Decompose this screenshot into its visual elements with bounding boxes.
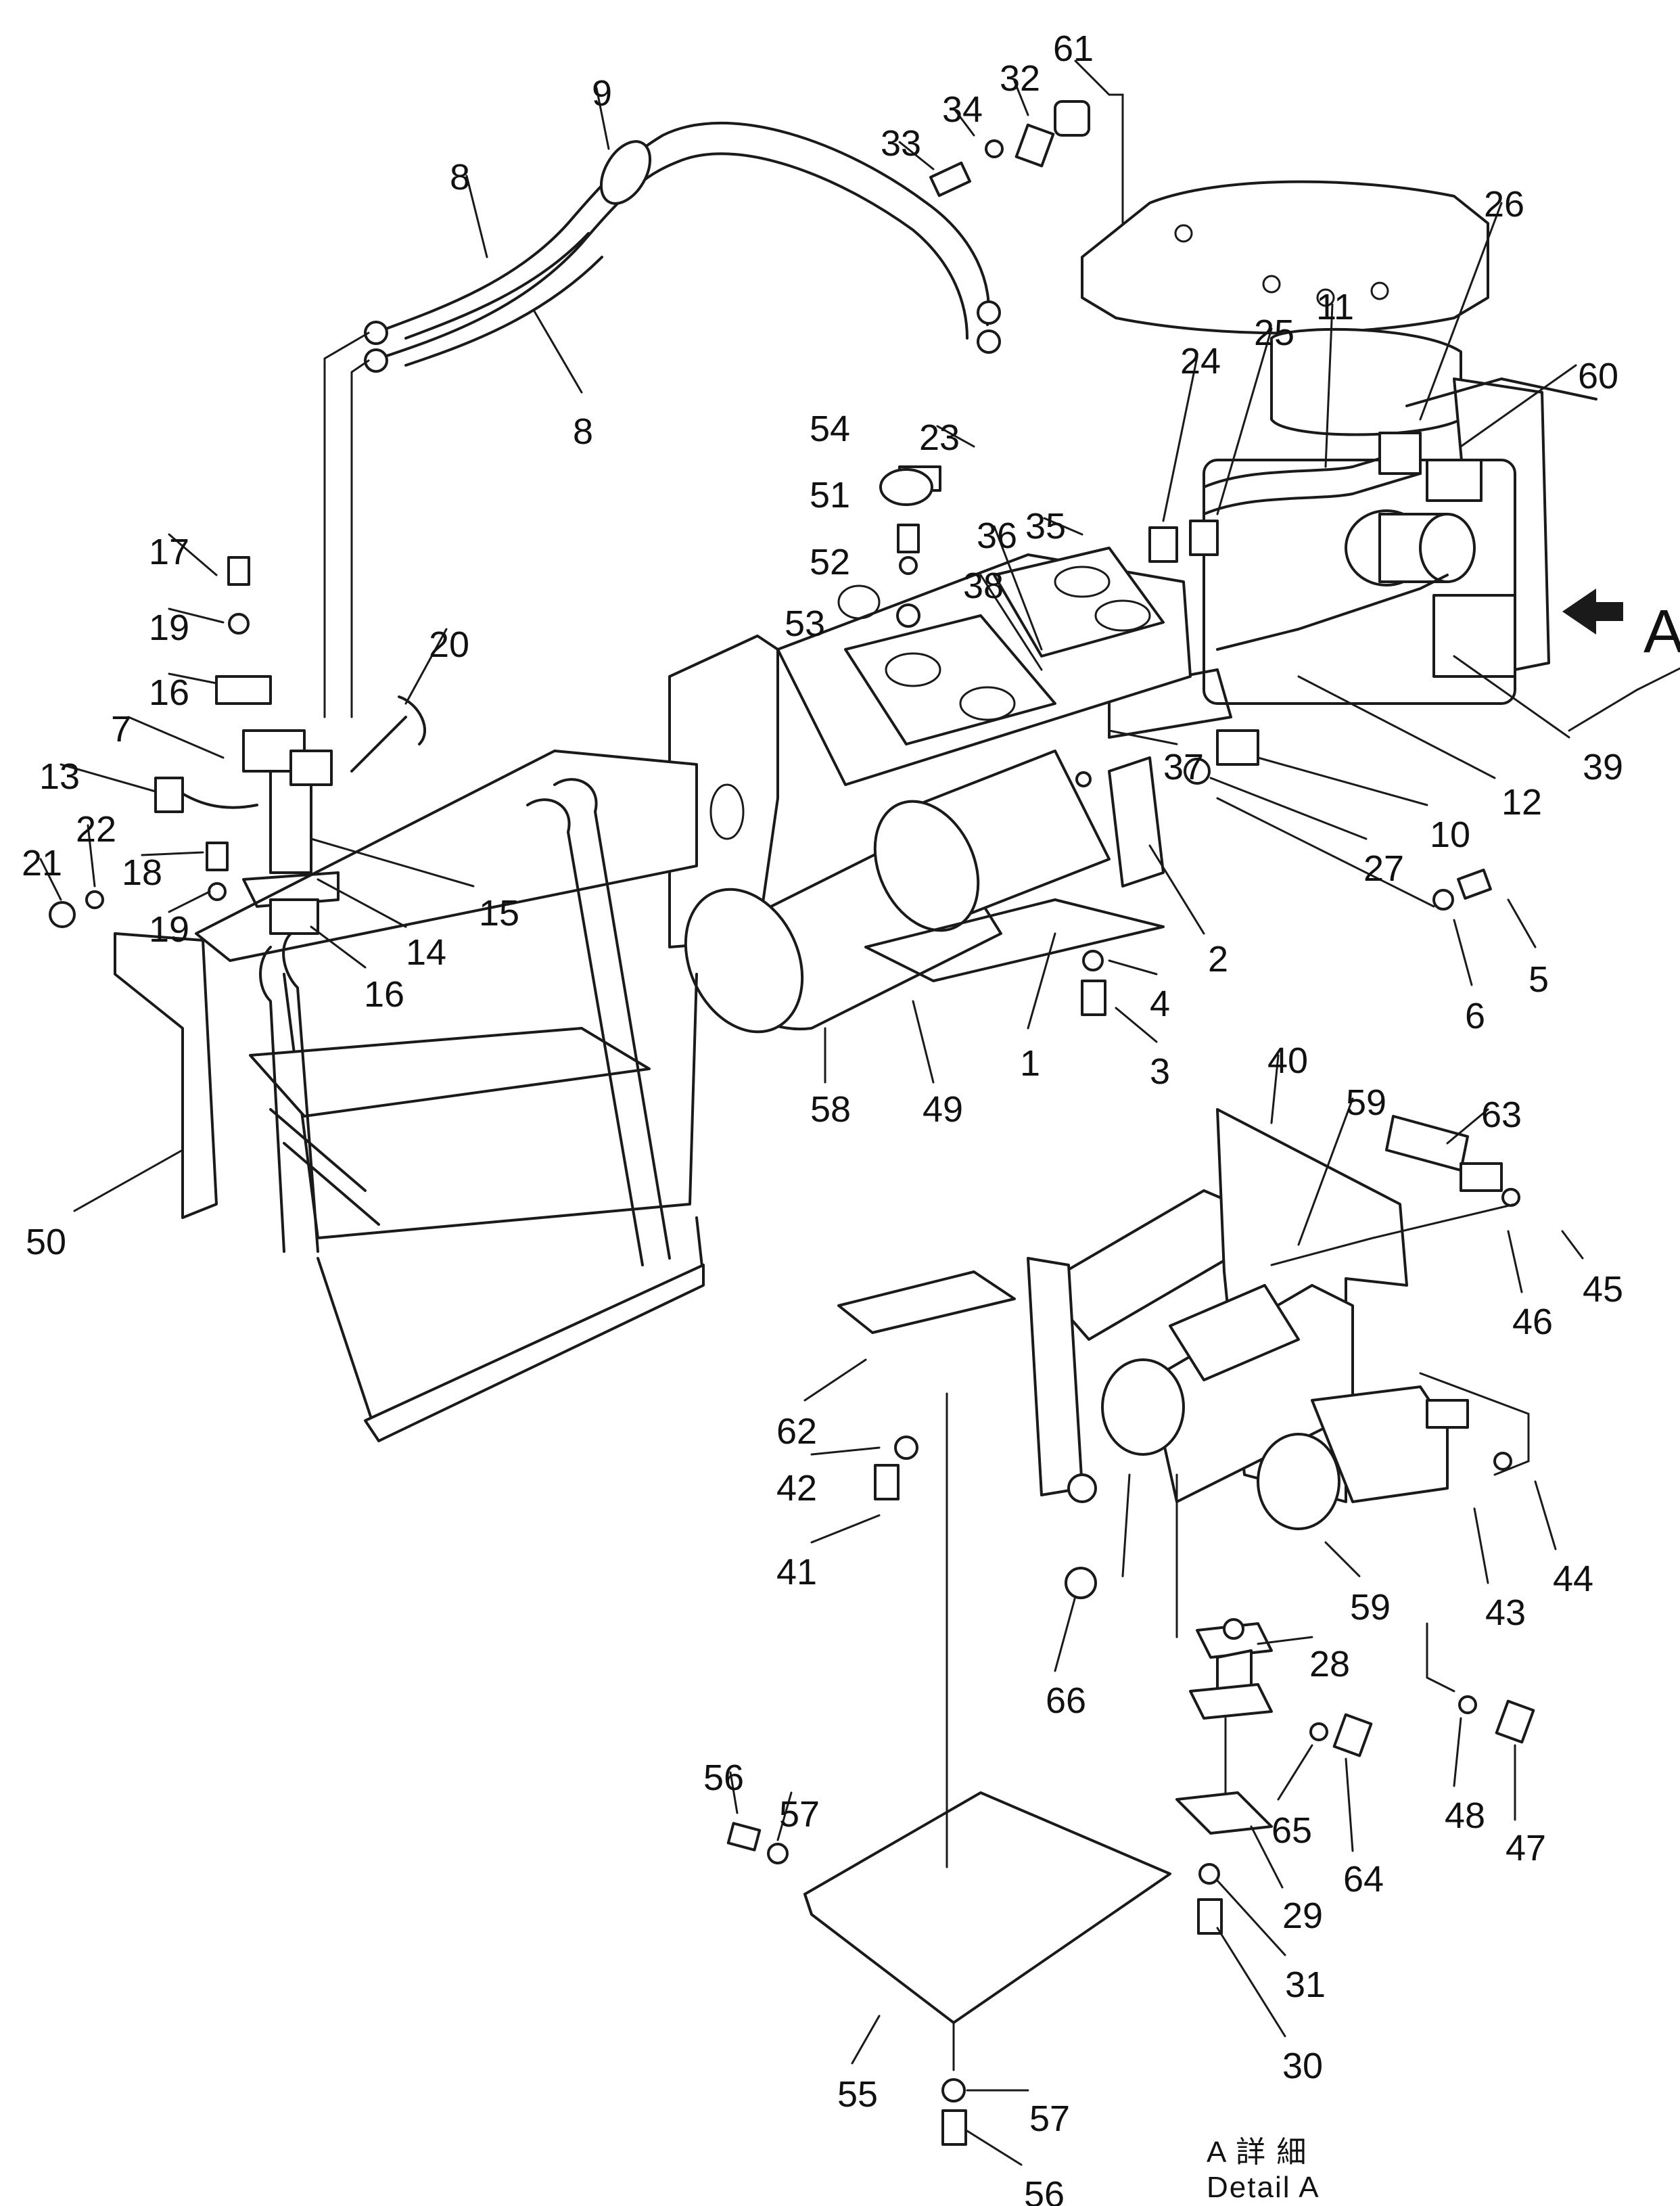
part-label-p63: 63: [1481, 1095, 1522, 1135]
part-label-p2: 2: [1208, 939, 1228, 980]
part-label-p33: 33: [881, 123, 921, 164]
part-label-p56b: 56: [1024, 2174, 1065, 2206]
part-label-p39: 39: [1583, 747, 1623, 787]
part-label-p66: 66: [1046, 1680, 1086, 1721]
part-label-p13: 13: [39, 756, 80, 797]
part-label-p59a: 59: [1346, 1082, 1386, 1123]
mounting-plate-55: [726, 1392, 1171, 2146]
part-label-p21: 21: [22, 843, 62, 883]
part-label-p8b: 8: [573, 411, 593, 452]
part-label-p30: 30: [1282, 2046, 1323, 2086]
valve-bracket: [154, 695, 427, 935]
part-label-p57b: 57: [1029, 2098, 1070, 2139]
part-label-p34: 34: [942, 89, 983, 130]
detail-a-exploded: [837, 1108, 1520, 1599]
part-label-p8a: 8: [450, 157, 470, 198]
part-label-p25: 25: [1254, 313, 1294, 353]
frame-housing: [668, 547, 1192, 948]
part-label-p20: 20: [429, 624, 469, 665]
part-label-p36: 36: [977, 515, 1017, 556]
part-label-p46: 46: [1512, 1302, 1553, 1342]
part-label-p1: 1: [1020, 1043, 1040, 1084]
part-label-p50: 50: [26, 1222, 66, 1262]
part-label-p59b: 59: [1350, 1587, 1391, 1628]
part-label-p28: 28: [1309, 1644, 1350, 1684]
part-label-p54: 54: [810, 409, 850, 449]
part-label-p16b: 16: [364, 974, 404, 1015]
part-label-p14: 14: [406, 932, 446, 973]
detail-caption-jp: A 詳 細: [1207, 2136, 1307, 2169]
part-label-p7: 7: [111, 709, 131, 750]
part-label-p51: 51: [810, 475, 850, 515]
part-label-p24: 24: [1180, 341, 1221, 382]
part-label-p49: 49: [923, 1089, 963, 1130]
part-label-p15: 15: [479, 893, 519, 934]
part-label-p52: 52: [810, 542, 850, 582]
part-label-p29: 29: [1282, 1895, 1323, 1936]
part-label-p11: 11: [1316, 287, 1354, 327]
part-label-p6: 6: [1465, 996, 1485, 1036]
part-label-pA: A: [1643, 598, 1680, 666]
hose-assembly: [323, 122, 1001, 718]
part-label-p16a: 16: [149, 672, 189, 713]
part-label-p3: 3: [1150, 1051, 1170, 1092]
part-label-p23: 23: [919, 417, 960, 458]
part-label-p48: 48: [1445, 1795, 1485, 1836]
part-label-p17: 17: [149, 532, 189, 572]
part-label-p5: 5: [1529, 959, 1549, 1000]
part-label-p40: 40: [1267, 1040, 1308, 1081]
part-label-p9: 9: [592, 73, 612, 114]
part-label-p27: 27: [1363, 848, 1404, 889]
leader-lines: [39, 60, 1680, 2166]
part-label-p56a: 56: [703, 1757, 744, 1798]
part-label-p19b: 19: [149, 909, 189, 950]
part-label-p19a: 19: [149, 607, 189, 648]
step-ladder: [114, 750, 705, 1442]
part-label-p45: 45: [1583, 1269, 1623, 1310]
clamp-assembly: [1175, 1618, 1535, 1935]
part-label-p32: 32: [1000, 58, 1040, 99]
part-label-p18: 18: [122, 852, 162, 893]
part-label-p42: 42: [776, 1468, 817, 1509]
part-label-p4: 4: [1150, 984, 1170, 1024]
part-label-p55: 55: [837, 2074, 878, 2115]
part-label-p65: 65: [1271, 1810, 1312, 1851]
part-label-p60: 60: [1578, 356, 1618, 396]
part-label-p47: 47: [1506, 1828, 1546, 1868]
part-label-p10: 10: [1430, 814, 1470, 855]
part-label-p43: 43: [1485, 1592, 1526, 1633]
part-label-p37: 37: [1163, 747, 1204, 787]
part-label-p62: 62: [776, 1411, 817, 1452]
part-label-p22: 22: [76, 809, 116, 850]
view-arrow-a: [1562, 589, 1623, 635]
hardware-fasteners: [49, 100, 1492, 1016]
detail-caption-en: Detail A: [1207, 2171, 1320, 2204]
part-label-p31: 31: [1285, 1964, 1326, 2005]
part-label-p53: 53: [785, 603, 825, 644]
part-label-p12: 12: [1501, 782, 1542, 823]
part-label-p38: 38: [963, 566, 1004, 606]
part-label-p26: 26: [1484, 184, 1524, 225]
pump-assembly-detail-a: [1033, 432, 1516, 785]
part-label-p58: 58: [810, 1089, 851, 1130]
part-label-p57a: 57: [779, 1794, 820, 1835]
part-label-p64: 64: [1343, 1859, 1384, 1900]
tank-cylinder: [684, 750, 1165, 1034]
part-label-p61: 61: [1053, 28, 1094, 69]
engine-block: [1081, 180, 1597, 678]
part-label-p44: 44: [1553, 1559, 1593, 1599]
part-label-p41: 41: [776, 1552, 817, 1592]
part-label-p35: 35: [1025, 506, 1066, 547]
